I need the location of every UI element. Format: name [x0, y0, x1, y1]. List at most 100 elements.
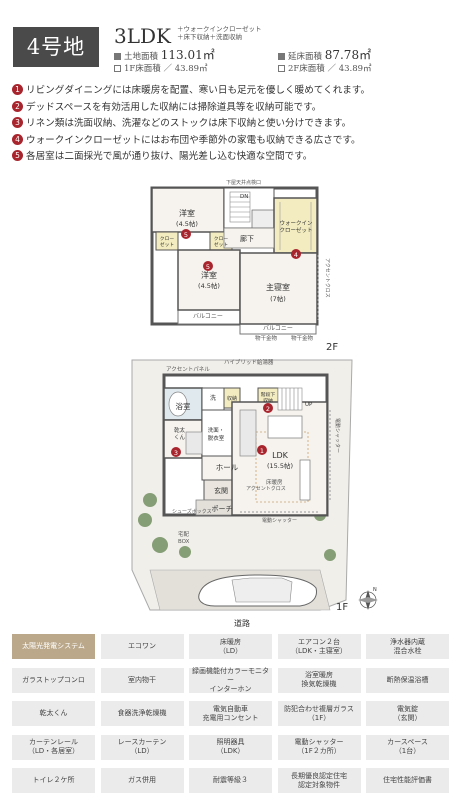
marker-1 [257, 445, 267, 455]
label-1f-ldk: LDK [272, 451, 289, 460]
svg-text:脱衣室: 脱衣室 [208, 434, 225, 442]
equipment-item: カースペース （1台） [366, 734, 449, 760]
equipment-item: トイレ２ケ所 [12, 768, 95, 793]
equipment-item: 防犯合わせ複層ガラス （1F） [277, 701, 361, 726]
equipment-item: ガス併用 [100, 768, 184, 793]
equipment-item: 太陽光発電システム [12, 634, 95, 659]
floor2-area-value: 43.89㎡ [338, 64, 372, 74]
equipment-item: 住宅性能評価書 [366, 768, 449, 793]
equipment-item: 食器洗浄乾燥機 [100, 701, 184, 726]
svg-text:電動シャッター: 電動シャッター [262, 517, 297, 524]
label-1f-hybrid: ハイブリッド給湯器 [224, 358, 274, 366]
floor1-area: 1F床面積 ／ 43.89㎡ [114, 62, 208, 74]
equipment-item: ガラストップコンロ [12, 667, 95, 693]
floor1-area-value: 43.89㎡ [174, 64, 208, 74]
floor-plan-2f: 洋室 (4.5帖) 洋室 (4.5帖) 主寝室 (7帖) 廊下 ウォークイン ク… [150, 179, 338, 353]
equipment-item: 電気自動車 充電用コンセント [189, 701, 272, 726]
svg-text:ゼット: ゼット [214, 241, 229, 248]
header: 4号地 3LDK ＋ウォークインクローゼット ＋床下収納＋洗面収納 土地面積 1… [0, 0, 457, 80]
compass-icon: N [358, 587, 378, 610]
label-1f-entrance: 玄関 [214, 486, 228, 495]
svg-text:(7帖): (7帖) [270, 294, 286, 303]
equipment-item: 長期優良認定住宅 認定対象物件 [277, 768, 361, 793]
label-2f-western-b: 洋室 [201, 270, 217, 280]
equipment-item: 断熱保温浴槽 [366, 667, 449, 693]
label-1f-shutter: 電動シャッター [334, 418, 341, 453]
equipment-item: エコワン [100, 634, 184, 659]
floor-label-2f: 2F [326, 342, 338, 353]
label-1f-mailbox: 宅配 [178, 530, 190, 538]
svg-text:階段下: 階段下 [261, 391, 276, 398]
svg-text:5: 5 [206, 263, 210, 271]
equipment-item: 電気錠 （玄関） [366, 701, 449, 726]
layout-extra-line1: ＋ウォークインクローゼット [177, 25, 262, 33]
equipment-item: レースカーテン （LD） [100, 734, 184, 760]
svg-text:BOX: BOX [178, 539, 190, 545]
label-1f-hall: ホール [216, 463, 239, 472]
svg-text:2: 2 [266, 405, 270, 413]
floor-label-1f: 1F [336, 602, 348, 613]
equipment-item: 電動シャッター （1F２カ所） [277, 734, 361, 760]
svg-text:(15.5帖): (15.5帖) [267, 461, 293, 470]
svg-text:アクセントクロス: アクセントクロス [246, 486, 286, 492]
equipment-item: 録画機能付カラーモニター インターホン [189, 667, 272, 693]
svg-text:ゼット: ゼット [160, 241, 175, 248]
svg-text:DN: DN [240, 194, 248, 200]
equipment-item: 照明器具 （LDK） [189, 734, 272, 760]
label-1f-dryer: 乾太 [174, 426, 186, 434]
floor2-area: 2F床面積 ／ 43.89㎡ [278, 62, 372, 74]
land-area-value: 113.01 [160, 48, 203, 62]
floor-plan-1f: 浴室 洗 収納 階段下 収納 乾太 くん 洗面・ 脱衣室 ホール 玄関 ポーチ … [131, 358, 378, 628]
label-road: 道路 [234, 618, 250, 628]
car-icon [198, 574, 317, 607]
label-1f-porch: ポーチ [212, 505, 233, 513]
svg-text:N: N [373, 587, 377, 593]
equipment-item: エアコン２台 （LDK・主寝室） [277, 634, 361, 659]
layout-extra-line2: ＋床下収納＋洗面収納 [177, 33, 242, 41]
equipment-item: 浄水器内蔵 混合水栓 [366, 634, 449, 659]
equipment-item: 耐震等級３ [189, 768, 272, 793]
equipment-item: カーテンレール （LD・各居室） [12, 734, 95, 760]
equipment-item: 室内物干 [100, 667, 184, 693]
label-2f-wic: ウォークイン [279, 219, 313, 227]
svg-text:4: 4 [294, 251, 298, 259]
marker-2 [263, 403, 273, 413]
label-1f-floor-heating: 床暖房 [266, 478, 283, 486]
equipment-item: 乾太くん [12, 701, 95, 726]
svg-text:くん: くん [174, 434, 186, 441]
label-2f-master: 主寝室 [266, 282, 290, 292]
svg-text:アクセントクロス: アクセントクロス [324, 258, 330, 298]
svg-text:バルコニー: バルコニー [263, 325, 293, 332]
svg-text:クロー: クロー [160, 236, 175, 242]
svg-text:(4.5帖): (4.5帖) [198, 281, 220, 290]
svg-text:UP: UP [305, 402, 313, 408]
layout-extras: ＋ウォークインクローゼット ＋床下収納＋洗面収納 [177, 25, 262, 41]
land-area: 土地面積 113.01㎡ [114, 46, 215, 63]
layout-type: 3LDK [114, 24, 171, 48]
svg-text:5: 5 [184, 231, 188, 239]
marker-5 [181, 229, 191, 239]
svg-text:物干金物: 物干金物 [291, 334, 314, 342]
label-1f-washroom: 洗面・ [208, 426, 225, 434]
svg-text:収納: 収納 [263, 397, 273, 404]
marker-4 [291, 249, 301, 259]
label-2f-attic: 下屋天井点検口 [226, 179, 261, 186]
equipment-item: 浴室暖房 換気乾燥機 [277, 667, 361, 693]
label-1f-storage: 収納 [227, 395, 237, 402]
svg-text:クローゼット: クローゼット [279, 226, 312, 234]
label-1f-bath: 浴室 [176, 401, 191, 411]
tree-icons [138, 493, 336, 561]
lot-number: 4号地 [13, 27, 99, 67]
label-2f-western-a: 洋室 [179, 208, 195, 218]
marker-3 [171, 447, 181, 457]
svg-text:1: 1 [260, 447, 264, 455]
label-2f-balcony: バルコニー [193, 313, 223, 320]
label-1f-shoes-box: シューズボックス [172, 508, 212, 515]
svg-text:3: 3 [174, 449, 178, 457]
